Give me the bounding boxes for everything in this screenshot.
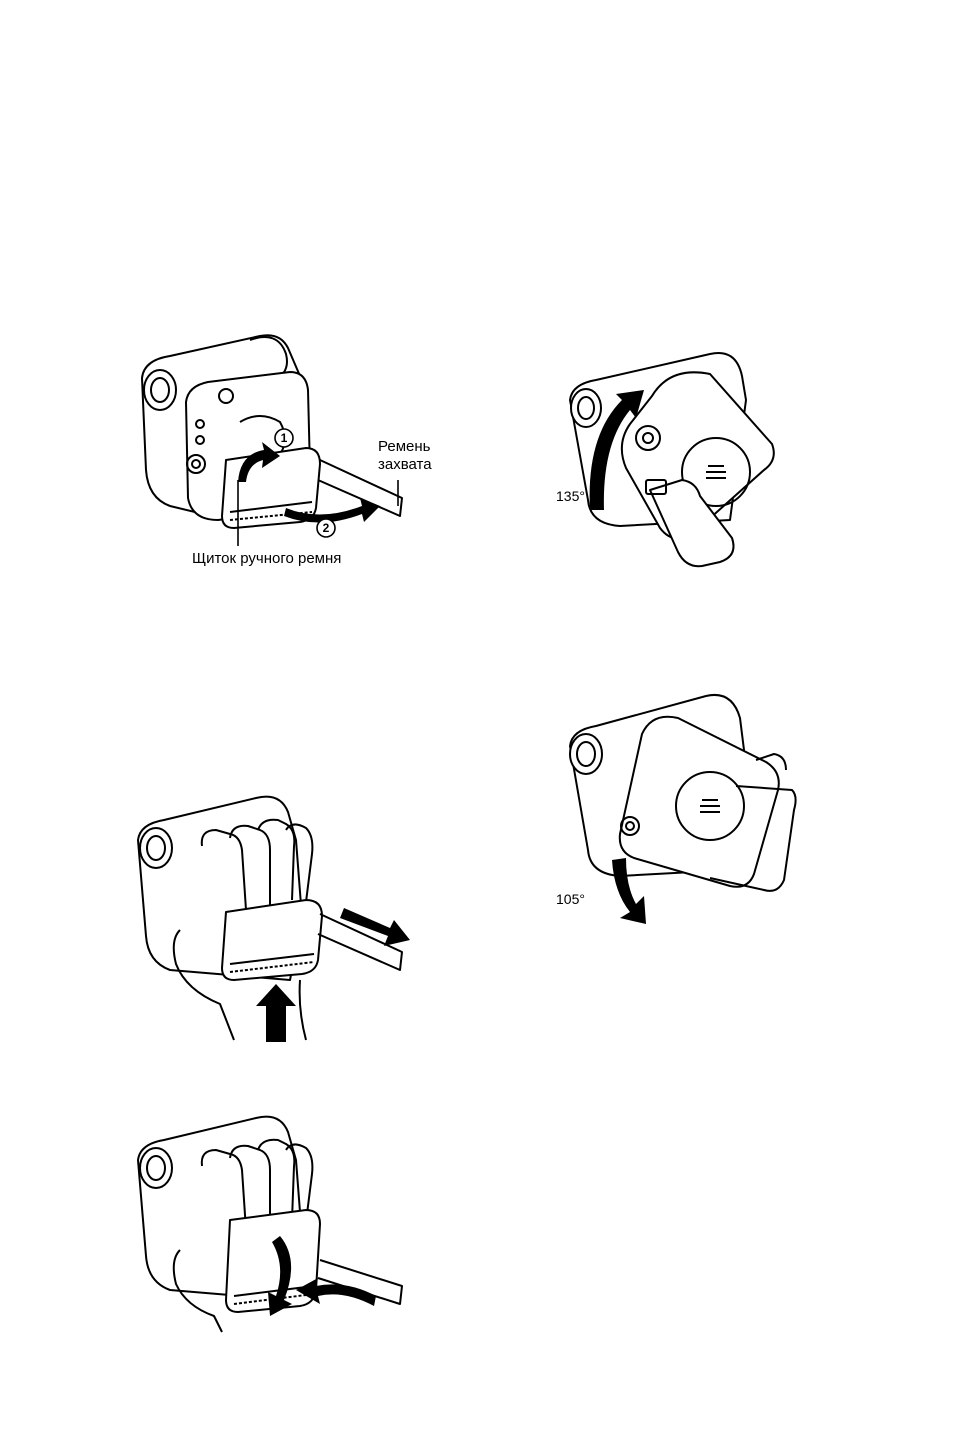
hand-fold-pad-illustration	[130, 1110, 430, 1340]
camcorder-lcd-down-illustration	[560, 690, 800, 930]
angle-105-label: 105°	[556, 890, 585, 908]
step-1-number: 1	[281, 431, 288, 445]
figure-fold-pad	[130, 1110, 430, 1340]
figure-lcd-rotate-down	[560, 690, 800, 930]
push-up-arrow-icon	[256, 984, 296, 1042]
figure-lcd-rotate-up	[560, 340, 790, 580]
callout-hand-strap-pad: Щиток ручного ремня	[192, 550, 341, 568]
angle-135-label: 135°	[556, 487, 585, 505]
step-2-number: 2	[323, 521, 330, 535]
figure-hand-insert	[130, 790, 430, 1050]
hand-on-camcorder-illustration	[130, 790, 430, 1050]
callout-grip-belt: Ремень захвата	[378, 438, 432, 474]
camcorder-lcd-up-illustration	[560, 340, 790, 580]
